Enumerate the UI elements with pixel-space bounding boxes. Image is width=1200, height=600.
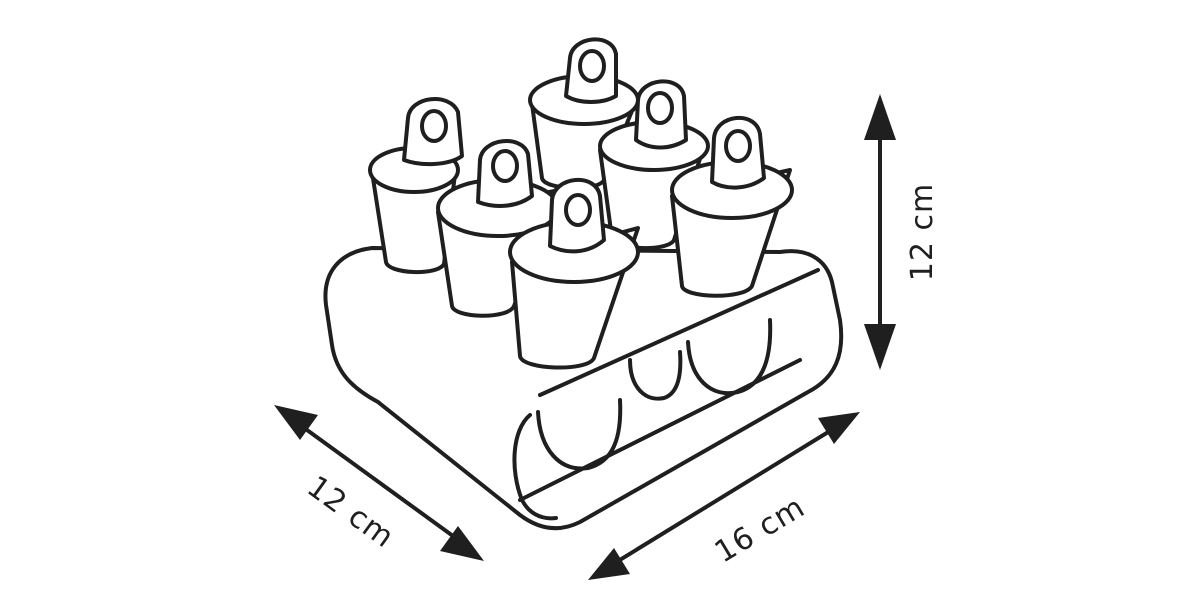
height-arrow-head-top bbox=[864, 94, 896, 140]
mold-back-left bbox=[368, 97, 464, 275]
cup-bottom-1 bbox=[536, 398, 623, 471]
cup-bottom-2 bbox=[628, 350, 683, 401]
mold-front-right bbox=[670, 116, 794, 298]
width-arrow-head-start bbox=[588, 548, 630, 580]
width-arrow-line bbox=[608, 424, 840, 568]
mold-middle-left bbox=[436, 139, 562, 318]
width-label: 16 cm bbox=[709, 490, 811, 571]
height-label: 12 cm bbox=[905, 183, 940, 281]
depth-label: 12 cm bbox=[300, 469, 400, 555]
height-dimension: 12 cm bbox=[864, 94, 940, 370]
cup-bottom-3 bbox=[686, 318, 773, 396]
depth-arrow-head-end bbox=[440, 526, 484, 561]
depth-arrow-line bbox=[294, 420, 466, 546]
height-arrow-head-bottom bbox=[864, 324, 896, 370]
depth-arrow-head-start bbox=[274, 405, 318, 440]
stand-inner-ridge bbox=[538, 268, 820, 397]
mold-front-center bbox=[508, 178, 640, 370]
width-arrow-head-end bbox=[818, 412, 860, 444]
popsicle-mold-stand-icon bbox=[323, 37, 844, 531]
